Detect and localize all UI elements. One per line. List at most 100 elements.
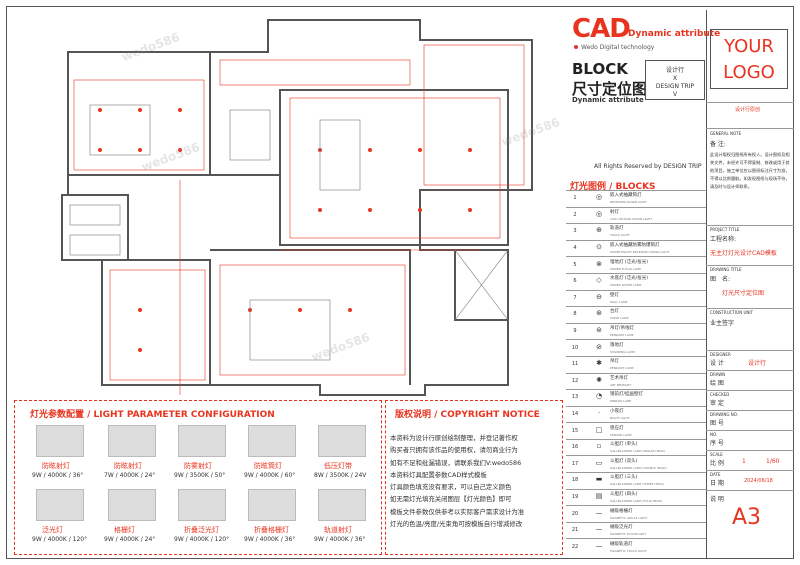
date-en: DATE — [710, 472, 721, 477]
legend-symbol-icon: ⊘ — [596, 342, 602, 351]
date-label: 日 期 — [710, 480, 724, 487]
legend-symbol-icon: ▬ — [595, 475, 603, 484]
legend-en: NIGHT LIGHT — [610, 415, 630, 420]
project-title-label: 工程名称: — [710, 236, 737, 243]
copyright-line: 本资料灯具配置参数CAD样式模板 — [390, 470, 487, 479]
legend-symbol-icon: ⊗ — [596, 259, 602, 268]
project-title-en: PROJECT TITLE — [710, 227, 740, 232]
legend-en: LOW VOLTAGE DOWN LIGHT — [610, 216, 653, 221]
legend-en: WATER PROOF RECESSED DOWN LIGHT — [610, 250, 670, 255]
legend-num: 16 — [571, 444, 579, 451]
legend-symbol-icon: ◇ — [596, 276, 602, 285]
legend-row: 18▬斗胆灯 (三头)GALLBLADDER LAMP (THREE HEAD) — [566, 472, 706, 489]
legend-symbol-icon: — — [595, 508, 603, 517]
block-subtitle: Dynamic attribute — [572, 96, 644, 104]
legend-symbol-icon: ⊕ — [596, 226, 602, 235]
lamp-name: 低压灯带 — [324, 462, 352, 470]
title-block — [706, 10, 794, 559]
legend-symbol-icon: ▤ — [595, 491, 603, 500]
light-parameter-title: 灯光参数配置 / LIGHT PARAMETER CONFIGURATION — [30, 410, 275, 420]
legend-symbol-icon: ⊙ — [596, 243, 602, 252]
lamp-image — [318, 489, 366, 521]
legend-cn: 斗胆灯 (单头) — [610, 442, 638, 448]
legend-cn: 嵌入式抽藏防雾防爆筒灯 — [610, 243, 660, 249]
designer-value: 设计行 — [748, 360, 767, 367]
legend-row: 5⊗埋地灯 (泛光/投光)UNDER FLOOR LAMP — [566, 256, 706, 273]
legend-cn: 斗胆灯 (双头) — [610, 458, 638, 464]
legend-cn: 吊灯 — [610, 359, 619, 365]
legend-num: 13 — [571, 394, 579, 401]
drawing-no-label: 图 号 — [710, 420, 724, 427]
legend-symbol-icon: ✺ — [596, 375, 602, 384]
lamp-name: 折叠泛光灯 — [184, 526, 219, 534]
legend-cn: 轨道灯 — [610, 226, 624, 232]
legend-symbol-icon: ▭ — [595, 458, 603, 467]
legend-symbol-icon: ⊖ — [596, 292, 602, 301]
legend-row: 17 ▭ 斗胆灯 (双头)GALLBLADDER LAMP (DOUBLE HEAD… — [566, 455, 706, 472]
lamp-image — [248, 489, 296, 521]
lamp-name: 防眩射灯 — [42, 462, 70, 470]
design-trip-logo: 设计行 X DESIGN TRIP V — [645, 60, 705, 100]
copyright-title: 版权说明 / COPYRIGHT NOTICE — [395, 410, 540, 420]
legend-symbol-icon: ⊛ — [596, 309, 602, 318]
legend-num: 5 — [573, 261, 577, 268]
scale-value: 1/60 — [766, 458, 780, 465]
scale-en: SCALE — [710, 452, 723, 457]
copyright-line: 如有不足和纰漏错误，请联系我们V:wedo586 — [390, 458, 522, 467]
legend-num: 19 — [571, 493, 579, 500]
lamp-image — [318, 425, 366, 457]
legend-en: SENSOR LAMP — [610, 432, 632, 437]
legend-title: 灯光图例 / BLOCKS — [570, 182, 656, 192]
company-label: 设计行原创 — [735, 107, 761, 113]
drawn-en: DRAWN — [710, 372, 726, 377]
checked-label: 审 定 — [710, 400, 724, 407]
no-en: NO. — [710, 432, 718, 437]
legend-num: 17 — [571, 460, 579, 467]
legend-cn: 小夜灯 — [610, 408, 624, 414]
legend-num: 12 — [571, 377, 579, 384]
copyright-line: 模板文件参数仅供参考以实际客户需求设计为准 — [390, 507, 525, 516]
copyright-body: 本资料为设计行原创绘制整理，并登记著作权购买者只拥有该作品的使用权，请勿商业行为… — [390, 432, 560, 530]
lamp-image — [108, 425, 156, 457]
legend-cn: 台灯 — [610, 309, 619, 315]
legend-num: 20 — [571, 510, 579, 517]
lamp-image — [178, 425, 226, 457]
legend-row: 16▫斗胆灯 (单头)GALLBLADDER LAMP (SINGLE HEAD… — [566, 438, 706, 456]
drawing-title-label: 图 名: — [710, 276, 731, 283]
legend-cn: 埋地灯 (泛光/投光) — [610, 259, 648, 265]
legend-en: PENDANT LAMP — [610, 333, 634, 337]
legend-cn: 磁吸轨道灯 — [610, 541, 633, 547]
legend-num: 1 — [573, 195, 577, 202]
cad-title: CAD — [572, 14, 631, 44]
block-title-cn: 尺寸定位图 — [572, 80, 648, 98]
general-note-label: 备 注: — [710, 141, 726, 148]
legend-num: 14 — [571, 410, 579, 417]
legend-row: 6◇水底灯 (泛光/投光)UNDER WATER LAMP — [566, 272, 706, 290]
legend-en: GALLBLADDER LAMP (DOUBLE HEAD) — [610, 465, 667, 470]
copyright-line: 本资料为设计行原创绘制整理，并登记著作权 — [390, 434, 518, 442]
legend-cn: 斗胆灯 (三头) — [610, 475, 638, 481]
lamp-image — [36, 425, 84, 457]
designer-en: DESIGNER — [710, 352, 731, 357]
legend-cn: 磁吸格栅灯 — [610, 508, 633, 514]
scale-num: 1 — [742, 458, 746, 465]
lamp-name: 折叠格栅灯 — [254, 526, 289, 534]
checked-en: CHECKED — [710, 392, 730, 397]
lamp-spec: 9W / 4000K / 60° — [244, 472, 296, 479]
legend-symbol-icon: ◎ — [595, 193, 603, 202]
light-parameter-panel — [14, 400, 382, 555]
legend-en: UNDER WATER LAMP — [610, 283, 642, 288]
legend-num: 22 — [571, 543, 579, 550]
